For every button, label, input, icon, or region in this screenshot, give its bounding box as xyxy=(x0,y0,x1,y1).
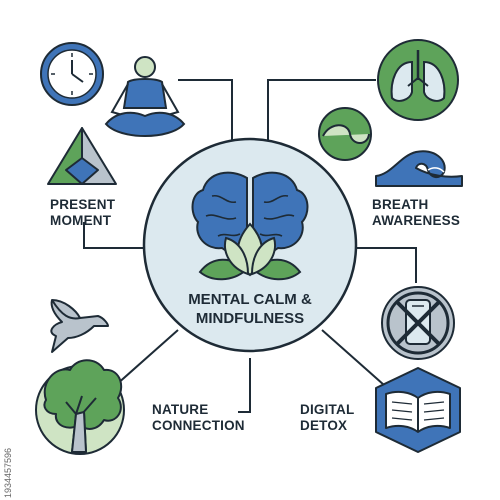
wave-icon xyxy=(375,150,463,187)
balance-circle-icon xyxy=(318,107,372,161)
label-present-moment-line1: PRESENT xyxy=(50,197,116,212)
label-breath-awareness: BREATH AWARENESS xyxy=(372,197,460,229)
label-digital-detox-line2: DETOX xyxy=(300,418,348,433)
label-nature-connection: NATURE CONNECTION xyxy=(152,402,245,434)
dove-icon xyxy=(50,299,109,353)
lungs-icon xyxy=(377,39,459,121)
label-breath-awareness-line1: BREATH xyxy=(372,197,429,212)
connector-present-bottom xyxy=(83,222,150,249)
clock-icon xyxy=(40,42,104,106)
lotus-icon xyxy=(198,222,302,281)
meditating-person-icon xyxy=(104,56,186,137)
label-nature-connection-line1: NATURE xyxy=(152,402,209,417)
connector-nature-diag xyxy=(115,329,179,386)
label-present-moment: PRESENT MOMENT xyxy=(50,197,115,229)
book-icon xyxy=(375,367,461,453)
label-digital-detox-line1: DIGITAL xyxy=(300,402,355,417)
center-title: MENTAL CALM & MINDFULNESS xyxy=(150,290,350,328)
label-present-moment-line2: MOMENT xyxy=(50,213,112,228)
no-phone-icon xyxy=(381,286,455,360)
stock-id-watermark: 1934457596 xyxy=(3,370,13,500)
tree-icon xyxy=(35,359,125,455)
label-nature-connection-line2: CONNECTION xyxy=(152,418,245,433)
center-title-line1: MENTAL CALM & xyxy=(188,291,312,308)
connector-nature-bottom xyxy=(238,358,251,413)
label-digital-detox: DIGITAL DETOX xyxy=(300,402,354,434)
connector-lines xyxy=(83,79,417,413)
pyramid-icon xyxy=(47,127,117,185)
connector-digital-diag xyxy=(321,329,385,386)
label-breath-awareness-line2: AWARENESS xyxy=(372,213,461,228)
connector-breath-bottom xyxy=(350,247,417,283)
center-title-line2: MINDFULNESS xyxy=(195,310,305,327)
stock-id-text: 1934457596 xyxy=(3,447,13,498)
